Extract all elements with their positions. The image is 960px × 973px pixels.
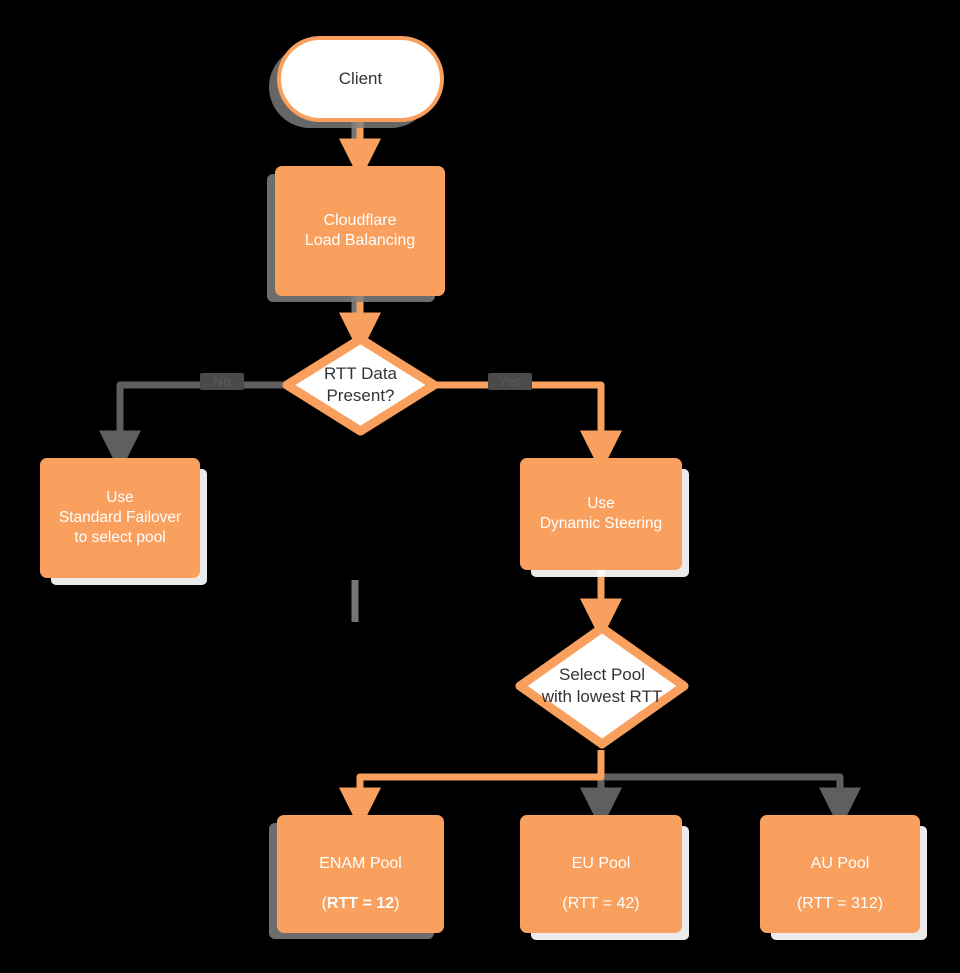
edge-rtt-no	[99, 381, 284, 473]
node-enam-pool[interactable]: ENAM Pool (RTT = 12)	[277, 815, 444, 933]
node-au-pool-text: AU Pool (RTT = 312)	[761, 833, 919, 915]
node-standard-failover-label: Use Standard Failover to select pool	[58, 489, 182, 546]
node-au-pool-rtt: (RTT = 312)	[796, 895, 884, 913]
node-standard-failover[interactable]: Use Standard Failover to select pool	[40, 458, 200, 578]
node-au-pool-name: AU Pool	[810, 854, 870, 872]
node-eu-pool-name: EU Pool	[571, 854, 631, 872]
edge-rtt-yes	[437, 381, 622, 473]
node-eu-pool-rtt: (RTT = 42)	[562, 895, 640, 913]
node-client-label: Client	[338, 69, 383, 89]
node-enam-pool-text: ENAM Pool (RTT = 12)	[278, 833, 443, 915]
node-eu-pool[interactable]: EU Pool (RTT = 42)	[520, 815, 682, 933]
node-enam-pool-paren-open: (	[321, 895, 327, 913]
edge-label-yes: Yes	[488, 373, 532, 391]
edge-select-to-au	[597, 750, 861, 830]
select-pool-shape	[515, 623, 689, 749]
node-client[interactable]: Client	[277, 36, 444, 122]
node-eu-pool-text: EU Pool (RTT = 42)	[521, 833, 681, 915]
rtt-decision-shape	[282, 334, 439, 436]
node-select-pool[interactable]: Select Pool with lowest RTT	[514, 622, 690, 750]
node-au-pool[interactable]: AU Pool (RTT = 312)	[760, 815, 920, 933]
edge-select-to-enam	[339, 750, 605, 830]
node-dynamic-steering-label: Use Dynamic Steering	[539, 495, 663, 532]
node-load-balancing-label: Cloudflare Load Balancing	[304, 211, 416, 249]
node-enam-pool-name: ENAM Pool	[319, 854, 402, 872]
node-rtt-decision[interactable]: RTT Data Present?	[281, 333, 440, 437]
node-enam-pool-paren-close: )	[394, 895, 400, 913]
edge-label-no: No	[200, 373, 244, 391]
node-dynamic-steering[interactable]: Use Dynamic Steering	[520, 458, 682, 570]
node-enam-pool-rtt: RTT = 12	[326, 895, 395, 913]
node-load-balancing[interactable]: Cloudflare Load Balancing	[275, 166, 445, 296]
